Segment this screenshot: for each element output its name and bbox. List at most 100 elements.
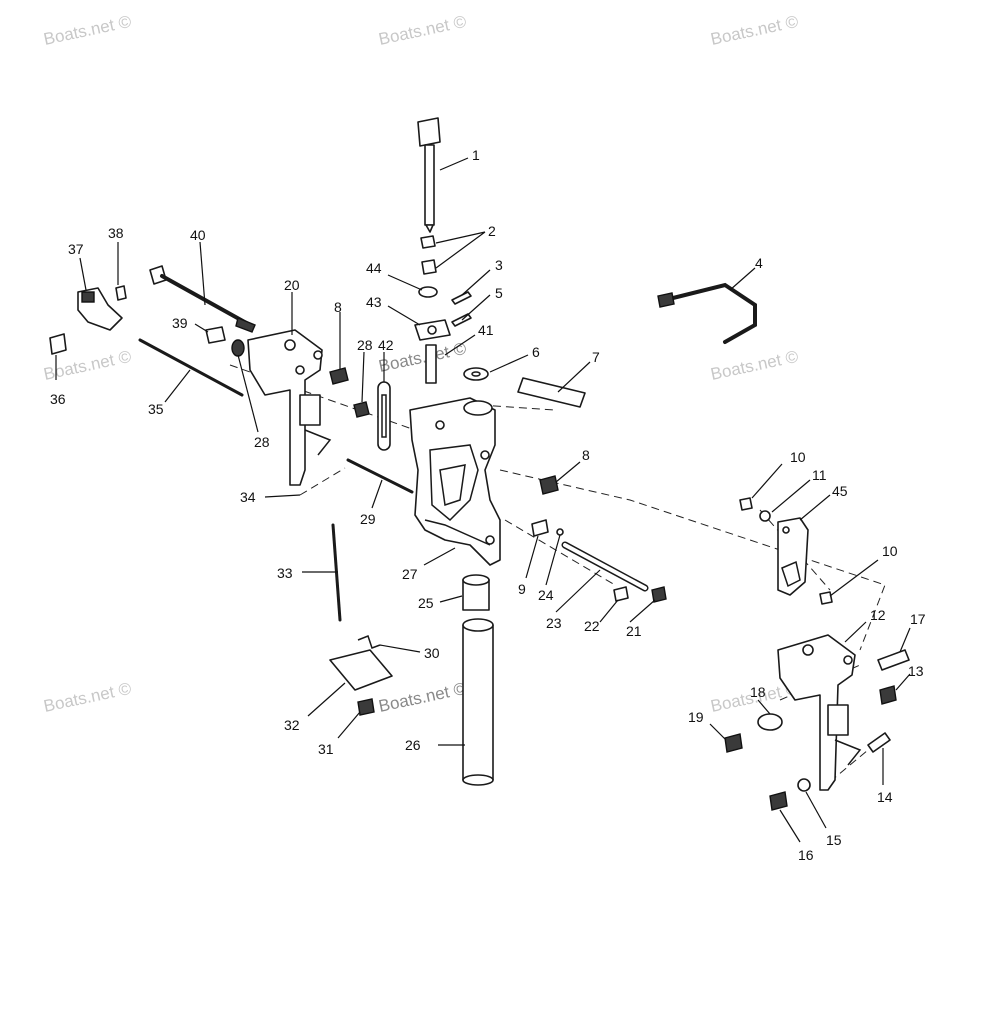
part-39-nut bbox=[205, 326, 226, 344]
part-20-left-bracket bbox=[247, 329, 332, 486]
leader-1 bbox=[439, 157, 469, 171]
callout-15: 15 bbox=[826, 832, 842, 848]
part-22-fitting bbox=[613, 586, 629, 602]
leader-25 bbox=[439, 595, 463, 603]
leader-29 bbox=[371, 479, 383, 509]
callout-18: 18 bbox=[750, 684, 766, 700]
part-25-bushing bbox=[462, 574, 490, 611]
leader-12 bbox=[844, 621, 867, 643]
part-7-label bbox=[517, 377, 586, 408]
callout-1: 1 bbox=[472, 147, 480, 163]
leader-30 bbox=[379, 644, 421, 653]
part-2-nuts bbox=[420, 235, 437, 275]
part-35-rod bbox=[138, 338, 244, 397]
leader-19 bbox=[709, 723, 727, 741]
leader-17 bbox=[899, 627, 911, 653]
callout-6: 6 bbox=[532, 344, 540, 360]
part-18-washer bbox=[757, 713, 783, 731]
callout-31: 31 bbox=[318, 741, 334, 757]
part-24-pin bbox=[556, 528, 564, 536]
part-16-nut bbox=[769, 791, 788, 811]
alignment-line-34 bbox=[299, 467, 346, 496]
callout-35: 35 bbox=[148, 401, 164, 417]
callout-7: 7 bbox=[592, 349, 600, 365]
leader-39 bbox=[194, 323, 209, 333]
callout-32: 32 bbox=[284, 717, 300, 733]
part-12-right-bracket bbox=[777, 634, 862, 791]
callout-23: 23 bbox=[546, 615, 562, 631]
leader-32 bbox=[307, 682, 346, 717]
callout-21: 21 bbox=[626, 623, 642, 639]
leader-41 bbox=[444, 334, 476, 356]
alignment-line-right-bracket bbox=[499, 469, 886, 651]
leader-8-right bbox=[555, 461, 581, 483]
part-41-shaft bbox=[425, 344, 437, 384]
leader-22 bbox=[599, 599, 619, 623]
callout-8-right: 8 bbox=[582, 447, 590, 463]
callout-42: 42 bbox=[378, 337, 394, 353]
part-37-clamp bbox=[77, 287, 123, 331]
callout-29: 29 bbox=[360, 511, 376, 527]
leader-13 bbox=[895, 673, 911, 691]
part-17-bolt bbox=[877, 649, 910, 671]
callout-17: 17 bbox=[910, 611, 926, 627]
callout-43: 43 bbox=[366, 294, 382, 310]
part-14-bolt bbox=[867, 732, 891, 753]
leader-28-upper bbox=[361, 351, 365, 403]
callout-36: 36 bbox=[50, 391, 66, 407]
callout-37: 37 bbox=[68, 241, 84, 257]
callout-labels: 1 2 3 4 5 6 7 8 8 9 10 10 11 12 13 14 15… bbox=[50, 147, 926, 863]
watermark-bottom-center: Boats.net © bbox=[377, 679, 469, 716]
callout-41: 41 bbox=[478, 322, 494, 338]
callout-9: 9 bbox=[518, 581, 526, 597]
part-13-nut bbox=[879, 685, 897, 705]
callout-5: 5 bbox=[495, 285, 503, 301]
part-45-plate bbox=[777, 517, 809, 596]
leader-37 bbox=[79, 257, 87, 291]
leader-43 bbox=[387, 305, 421, 326]
leader-15 bbox=[805, 791, 827, 829]
parts bbox=[49, 117, 910, 811]
part-19-nut bbox=[724, 733, 743, 753]
alignment-line-pin-23 bbox=[504, 519, 616, 586]
watermark-top-right: Boats.net © bbox=[709, 12, 801, 49]
callout-16: 16 bbox=[798, 847, 814, 863]
part-8-washer-left bbox=[329, 367, 349, 385]
leader-35 bbox=[164, 369, 191, 403]
watermark-bottom-left: Boats.net © bbox=[42, 679, 134, 716]
leader-27 bbox=[423, 547, 456, 566]
part-21-nut bbox=[651, 586, 667, 603]
callout-8-left: 8 bbox=[334, 299, 342, 315]
leader-10-lower bbox=[829, 559, 879, 597]
leader-28-lower bbox=[237, 354, 259, 433]
part-9-bushing bbox=[531, 519, 549, 537]
part-40-bolt bbox=[149, 265, 256, 333]
leader-9 bbox=[525, 535, 539, 579]
leader-23 bbox=[555, 569, 601, 613]
leader-21 bbox=[629, 599, 656, 623]
part-30-spring bbox=[357, 635, 381, 649]
part-3-pin bbox=[451, 291, 472, 305]
part-6-washer bbox=[463, 367, 489, 381]
part-27-swivel-bracket bbox=[409, 397, 501, 566]
leader-16 bbox=[779, 809, 801, 843]
leader-11 bbox=[771, 479, 811, 513]
callout-28-lower: 28 bbox=[254, 434, 270, 450]
callout-28-upper: 28 bbox=[357, 337, 373, 353]
callout-33: 33 bbox=[277, 565, 293, 581]
part-8-washer-right bbox=[539, 475, 559, 495]
watermark-top-center: Boats.net © bbox=[377, 12, 469, 49]
callout-20: 20 bbox=[284, 277, 300, 293]
leader-34 bbox=[264, 494, 301, 498]
watermark-mid-right: Boats.net © bbox=[709, 347, 801, 384]
part-32-bracket bbox=[329, 649, 393, 691]
part-28-washer bbox=[231, 339, 245, 357]
leader-lines bbox=[55, 157, 911, 843]
leader-18 bbox=[757, 699, 771, 715]
leader-24 bbox=[545, 534, 561, 586]
leader-2 bbox=[435, 231, 486, 269]
callout-44: 44 bbox=[366, 260, 382, 276]
callout-45: 45 bbox=[832, 483, 848, 499]
